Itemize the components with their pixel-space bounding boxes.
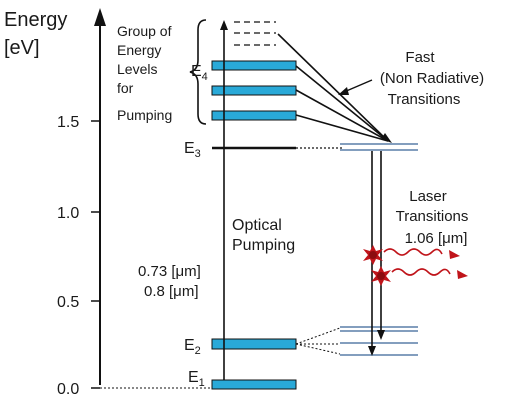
tick-label: 0.5	[57, 294, 79, 311]
svg-text:Laser: Laser	[409, 188, 447, 205]
non-radiative-transitions	[277, 33, 389, 142]
svg-text:for: for	[117, 80, 134, 96]
upper-dashed-levels	[234, 21, 276, 46]
photon-wave	[391, 268, 451, 276]
e2-label: E2	[184, 337, 201, 357]
tick-label: 0.0	[57, 381, 79, 398]
pump-band	[211, 60, 297, 71]
energy-axis: Energy [eV] 1.5 1.0 0.5 0.0	[4, 8, 106, 398]
svg-text:0.73 [μm]: 0.73 [μm]	[138, 263, 201, 280]
svg-text:Optical: Optical	[232, 217, 282, 234]
photon-burst-icon	[371, 266, 391, 286]
pump-wavelengths: 0.73 [μm] 0.8 [μm]	[138, 263, 201, 300]
svg-text:Pumping: Pumping	[117, 107, 172, 123]
group-label: Group of Energy Levels for Pumping	[117, 23, 172, 123]
e2-connector	[295, 327, 341, 345]
e1-label: E1	[188, 369, 205, 389]
photon-emission	[363, 245, 468, 286]
e2-connector	[295, 343, 341, 355]
fast-pointer	[343, 79, 373, 93]
svg-text:(Non Radiative): (Non Radiative)	[380, 70, 484, 87]
photon-wave	[383, 248, 443, 256]
arrow-head-icon	[449, 250, 460, 259]
svg-text:Group of: Group of	[117, 23, 172, 39]
laser-transitions-label: Laser Transitions 1.06 [μm]	[396, 188, 469, 247]
e3-label: E3	[184, 140, 201, 160]
tick-label: 1.5	[57, 114, 79, 131]
arrow-head-icon	[457, 270, 468, 279]
tick-label: 1.0	[57, 205, 79, 222]
arrow-head-icon	[381, 133, 392, 143]
svg-text:Fast: Fast	[405, 49, 435, 66]
axis-arrow-icon	[94, 8, 106, 26]
axis-title: Energy	[4, 9, 67, 31]
arrow-head-icon	[368, 346, 376, 356]
level-labels: E4 E3 E2 E1	[184, 63, 208, 389]
svg-text:Transitions: Transitions	[388, 91, 461, 108]
e4-label: E4	[191, 63, 208, 83]
e1-band	[211, 379, 297, 390]
svg-text:Pumping: Pumping	[232, 237, 295, 254]
svg-text:Energy: Energy	[117, 42, 161, 58]
svg-text:0.8 [μm]: 0.8 [μm]	[144, 283, 199, 300]
group-brace	[189, 19, 207, 125]
svg-text:Levels: Levels	[117, 61, 157, 77]
photon-burst-icon	[363, 245, 383, 265]
svg-text:1.06 [μm]: 1.06 [μm]	[405, 230, 468, 247]
arrow-head-icon	[377, 330, 385, 340]
arrow-head-icon	[220, 20, 228, 30]
axis-unit: [eV]	[4, 37, 40, 59]
svg-text:Transitions: Transitions	[396, 208, 469, 225]
fast-transitions-label: Fast (Non Radiative) Transitions	[380, 49, 484, 108]
arrow-head-icon	[338, 87, 349, 95]
optical-pumping-label: Optical Pumping	[232, 217, 295, 254]
